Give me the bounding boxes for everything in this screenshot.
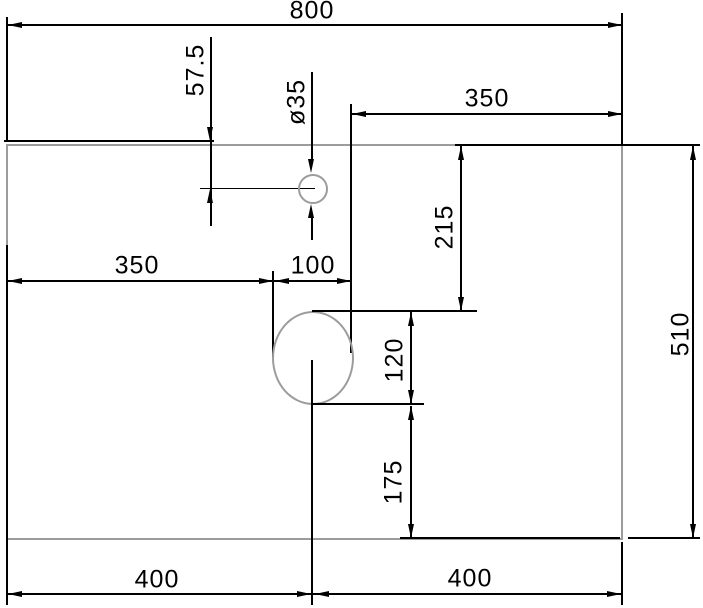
dimension-line — [8, 280, 274, 282]
arrowhead-down — [690, 524, 696, 538]
dim-label-faucet-offset: 57.5 — [181, 43, 210, 97]
arrowhead-right — [297, 591, 311, 597]
arrowhead-down — [207, 127, 213, 141]
dim-label-bottom-right: 400 — [447, 564, 493, 593]
arrowhead-up — [408, 406, 414, 420]
reference-line — [455, 144, 700, 146]
arrowhead-right — [608, 111, 622, 117]
dim-label-left-350: 350 — [114, 251, 160, 280]
extension-line — [621, 542, 623, 605]
dim-label-total-width: 800 — [289, 0, 335, 25]
dim-label-bottom-drop: 175 — [379, 459, 408, 505]
extension-line — [6, 245, 8, 605]
dimension-line — [692, 146, 694, 538]
arrowhead-left — [8, 22, 22, 28]
leader-line — [311, 72, 313, 162]
arrowhead-up — [308, 204, 314, 218]
arrowhead-down — [408, 524, 414, 538]
tangent-line-top — [312, 310, 477, 312]
arrowhead-right — [259, 278, 273, 284]
dimension-line — [410, 406, 412, 538]
dimension-line — [274, 280, 351, 282]
dim-label-right-drop: 215 — [430, 204, 459, 250]
arrowhead-down — [308, 159, 314, 173]
arrowhead-left — [315, 591, 329, 597]
reference-line — [4, 140, 214, 142]
leader-line-tail — [311, 214, 313, 240]
reference-line — [628, 537, 700, 539]
dim-label-hole-height: 120 — [380, 337, 409, 383]
dimension-line — [8, 24, 622, 26]
center-line-vertical — [311, 360, 313, 605]
arrowhead-up — [207, 189, 213, 203]
arrowhead-left — [352, 111, 366, 117]
arrowhead-left — [8, 278, 22, 284]
extension-line — [272, 271, 274, 357]
arrowhead-right — [337, 278, 351, 284]
arrowhead-down — [408, 390, 414, 404]
dimension-line — [8, 593, 621, 595]
arrowhead-right — [608, 22, 622, 28]
faucet-hole-circle — [298, 174, 328, 204]
dimension-line — [410, 312, 412, 404]
extension-line — [621, 13, 623, 145]
dim-label-bottom-left: 400 — [134, 565, 180, 594]
dimension-line — [352, 113, 622, 115]
arrowhead-down — [458, 297, 464, 311]
dim-label-top-right-350: 350 — [464, 84, 510, 113]
arrowhead-up — [408, 312, 414, 326]
arrowhead-left — [8, 591, 22, 597]
dimension-line-tail — [210, 189, 212, 226]
arrowhead-up — [458, 146, 464, 160]
dim-label-total-height: 510 — [666, 311, 695, 357]
arrowhead-up — [690, 146, 696, 160]
center-line — [200, 188, 315, 189]
dim-label-faucet-diameter: ø35 — [282, 78, 311, 126]
arrowhead-left — [275, 278, 289, 284]
dimension-line — [210, 37, 212, 189]
tangent-line-bottom — [313, 403, 424, 405]
extension-line — [6, 17, 8, 141]
reference-line — [400, 537, 620, 539]
dim-label-hole-width: 100 — [290, 251, 336, 280]
extension-line — [350, 104, 352, 353]
dimension-line — [460, 146, 462, 311]
arrowhead-right — [607, 591, 621, 597]
drain-hole-ellipse — [272, 311, 354, 405]
